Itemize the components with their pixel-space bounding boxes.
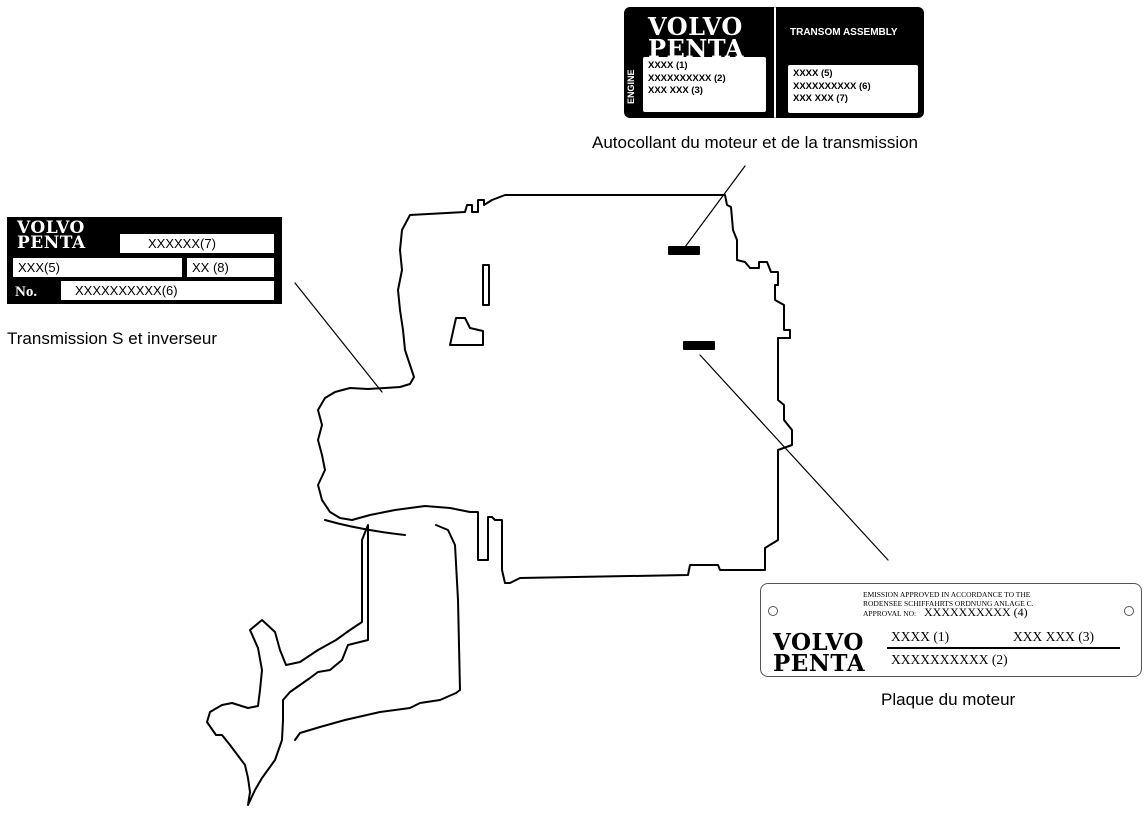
rivet-hole-left xyxy=(768,606,778,616)
approval-line-2: RODENSEE SCHIFFAHRTS ORDNUNG ANLAGE C. xyxy=(863,599,1034,608)
detail-slot xyxy=(482,264,490,306)
engine-block-outline xyxy=(317,194,793,584)
plate-divider-line xyxy=(887,647,1120,649)
volvo-penta-logo: VOLVO PENTA xyxy=(17,218,86,254)
engine-line-2: XXXXXXXXXX (2) xyxy=(648,72,726,84)
logo-line-volvo: VOLVO xyxy=(773,629,864,656)
logo-line-volvo: VOLVO xyxy=(648,12,743,41)
detail-bracket xyxy=(449,317,484,346)
engine-plate: EMISSION APPROVED IN ACCORDANCE TO THE R… xyxy=(760,583,1142,677)
sticker-divider xyxy=(774,7,776,118)
s-drive-field-7: XXXXXX(7) xyxy=(120,234,274,253)
logo-line-penta: PENTA xyxy=(648,33,744,63)
engine-transmission-sticker: VOLVO PENTA TRANSOM ASSEMBLY ENGINE XXXX… xyxy=(624,7,924,118)
transom-assembly-title: TRANSOM ASSEMBLY xyxy=(790,27,898,38)
stern-drive-outline xyxy=(206,524,369,806)
plate-field-1: XXXX (1) xyxy=(891,629,950,644)
s-drive-field-6: XXXXXXXXXX(6) xyxy=(61,281,274,300)
engine-plate-caption: Plaque du moteur xyxy=(881,690,1016,709)
plate-field-3: XXX XXX (3) xyxy=(1013,629,1094,644)
leader-line-plate xyxy=(699,354,889,561)
engine-sticker-marker xyxy=(668,246,700,255)
logo-line-penta: PENTA xyxy=(17,233,86,254)
engine-vertical-label: ENGINE xyxy=(626,69,636,105)
engine-transmission-caption: Autocollant du moteur et de la transmiss… xyxy=(592,133,919,152)
approval-line-3: APPROVAL NO: XXXXXXXXXX (4) xyxy=(863,605,1033,619)
leader-line-engine-sticker xyxy=(684,165,746,248)
plate-marker xyxy=(683,341,715,350)
transom-line-3: XXX XXX (7) xyxy=(793,93,848,104)
s-drive-sticker: VOLVO PENTA XXXXXX(7) XXX(5) XX (8) No. … xyxy=(7,217,282,304)
s-drive-field-5: XXX(5) xyxy=(13,258,182,277)
rivet-hole-right xyxy=(1124,606,1134,616)
approval-line-1: EMISSION APPROVED IN ACCORDANCE TO THE xyxy=(863,590,1031,599)
engine-line-1: XXXX (1) xyxy=(648,60,688,71)
approval-number: XXXXXXXXXX (4) xyxy=(924,605,1028,619)
approval-no-label: APPROVAL NO: xyxy=(863,609,917,618)
s-drive-field-8: XX (8) xyxy=(187,258,274,277)
s-drive-no-label: No. xyxy=(15,284,38,300)
volvo-penta-logo: VOLVO PENTA xyxy=(648,12,744,63)
engine-line-3: XXX XXX (3) xyxy=(648,85,703,96)
stern-drive-arc xyxy=(324,519,406,536)
leader-line-s-drive xyxy=(294,282,383,393)
emission-approval-text: EMISSION APPROVED IN ACCORDANCE TO THE R… xyxy=(863,590,1033,618)
volvo-penta-logo: VOLVO PENTA xyxy=(773,629,866,677)
logo-line-penta: PENTA xyxy=(773,649,866,677)
transom-line-1: XXXX (5) xyxy=(793,68,833,79)
s-drive-caption: Transmission S et inverseur xyxy=(7,329,218,348)
logo-line-volvo: VOLVO xyxy=(17,218,85,238)
transom-info-box: XXXX (5) XXXXXXXXXX (6) XXX XXX (7) xyxy=(788,65,918,113)
stern-drive-housing xyxy=(294,524,461,741)
engine-info-box: XXXX (1) XXXXXXXXXX (2) XXX XXX (3) xyxy=(643,57,766,112)
transom-line-2: XXXXXXXXXX (6) xyxy=(793,80,871,92)
plate-field-2: XXXXXXXXXX (2) xyxy=(891,652,1008,667)
